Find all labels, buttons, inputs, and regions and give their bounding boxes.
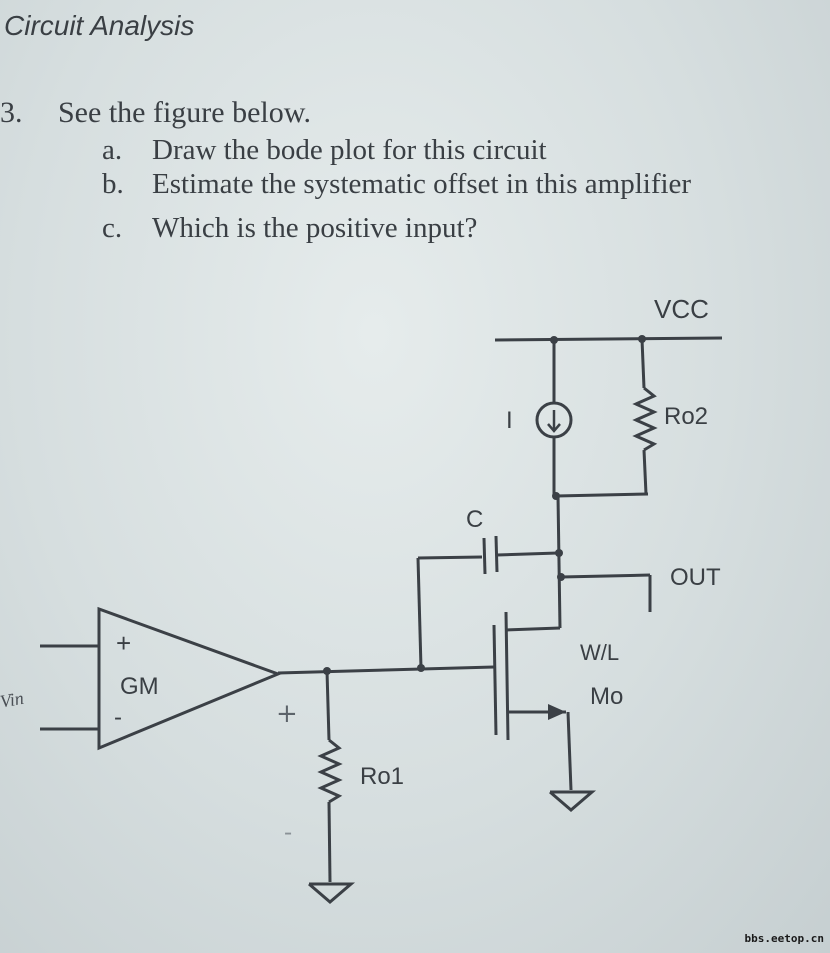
- output-label: OUT: [670, 564, 721, 591]
- transistor-source-arrow-icon: [548, 704, 566, 720]
- resistor-ro2-label: Ro2: [664, 403, 708, 430]
- part-letter: c.: [102, 212, 123, 244]
- wire: [417, 555, 483, 560]
- amplifier-plus-label: +: [116, 628, 131, 658]
- wire: [325, 670, 331, 741]
- question-number: 3.: [0, 96, 23, 129]
- wire: [560, 573, 651, 579]
- capacitor-label: C: [466, 506, 483, 533]
- wire: [556, 495, 562, 629]
- gm-amplifier-symbol: [97, 606, 283, 751]
- question-part-c: c. Which is the positive input?: [102, 212, 477, 245]
- current-source-label: I: [506, 407, 513, 434]
- question-part-a: a. Draw the bode plot for this circuit: [102, 134, 547, 167]
- ground-icon: [549, 790, 597, 812]
- part-text: Estimate the systematic offset in this a…: [152, 168, 692, 200]
- wire: [555, 492, 649, 498]
- amplifier-minus-label: -: [114, 704, 122, 731]
- resistor-ro1-symbol: [317, 738, 343, 804]
- wire: [496, 551, 559, 557]
- part-text: Draw the bode plot for this circuit: [152, 134, 547, 166]
- current-arrow-head-icon: [547, 423, 561, 433]
- vcc-label: VCC: [654, 294, 709, 324]
- capacitor-plate: [482, 537, 487, 575]
- ground-icon: [308, 882, 356, 904]
- wire: [277, 665, 495, 675]
- handwritten-plus-mark: +: [276, 699, 298, 729]
- transistor-gate: [492, 624, 498, 736]
- capacitor-plate: [494, 535, 499, 573]
- vcc-rail: [494, 336, 723, 342]
- amplifier-label: GM: [120, 673, 159, 700]
- question-text: See the figure below.: [58, 96, 311, 129]
- wire: [416, 557, 423, 669]
- part-letter: b.: [102, 168, 124, 200]
- transistor-channel: [504, 611, 510, 741]
- watermark: bbs.eetop.cn: [744, 932, 824, 945]
- page-heading: Circuit Analysis: [4, 10, 195, 41]
- handwritten-minus-mark: -: [284, 818, 292, 846]
- transistor-name-label: Mo: [590, 683, 623, 710]
- node-dot: [555, 549, 563, 557]
- resistor-ro1-label: Ro1: [360, 763, 404, 790]
- transistor-size-label: W/L: [580, 640, 619, 665]
- wire: [566, 711, 573, 791]
- wire: [640, 338, 646, 389]
- wire: [642, 449, 648, 495]
- wire: [327, 801, 332, 883]
- question-part-b: b. Estimate the systematic offset in this…: [102, 168, 691, 201]
- part-text: Which is the positive input?: [152, 212, 478, 244]
- node-dot: [417, 664, 425, 672]
- wire: [505, 626, 561, 632]
- part-letter: a.: [102, 134, 123, 166]
- input-label: Vin: [0, 688, 25, 712]
- resistor-ro2-symbol: [632, 386, 658, 452]
